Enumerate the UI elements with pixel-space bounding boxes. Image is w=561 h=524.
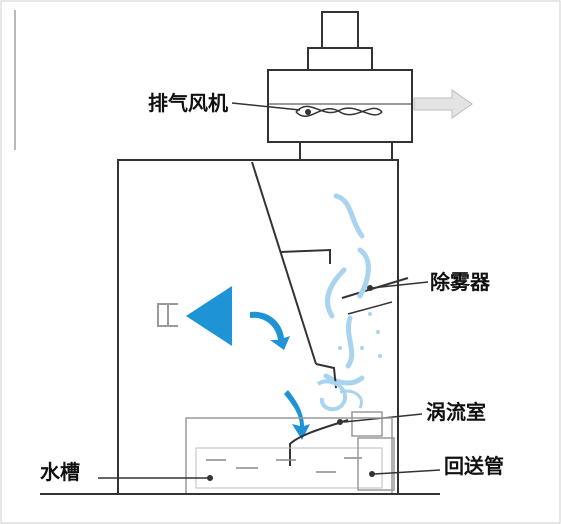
- label-return-pipe: 回送管: [444, 454, 504, 478]
- label-demister: 除雾器: [430, 270, 490, 294]
- exhaust-fan-housing: [267, 69, 413, 143]
- baffle-hook-upper: [279, 248, 331, 264]
- demister-pivot: [367, 285, 373, 291]
- tank-pivot: [207, 475, 213, 481]
- fan-leader-line: [231, 102, 301, 111]
- exhaust-stack: [321, 11, 359, 51]
- tank-inner: [195, 447, 383, 489]
- demister-plate-2: [347, 301, 393, 315]
- mist-dots: [338, 312, 382, 358]
- spray-cone-icon: [157, 286, 232, 346]
- return-pipe: [357, 437, 395, 491]
- return-leader-line: [373, 469, 441, 475]
- label-exhaust-fan: 排气风机: [148, 91, 228, 115]
- mist-cloud: [323, 193, 371, 386]
- demister-leader-line: [371, 281, 429, 289]
- exhaust-arrow-icon: [413, 89, 473, 119]
- label-water-tank: 水槽: [40, 460, 80, 484]
- air-inlet-arrow: [250, 311, 290, 350]
- tank-water-flow: [206, 457, 362, 473]
- label-vortex-chamber: 涡流室: [426, 400, 486, 424]
- inclined-baffle: [251, 161, 317, 365]
- downflow-arrow: [284, 390, 310, 440]
- fan-base: [299, 141, 393, 161]
- stack-collar: [307, 47, 373, 71]
- fan-icon: [295, 105, 383, 118]
- vortex-chamber: [289, 363, 383, 466]
